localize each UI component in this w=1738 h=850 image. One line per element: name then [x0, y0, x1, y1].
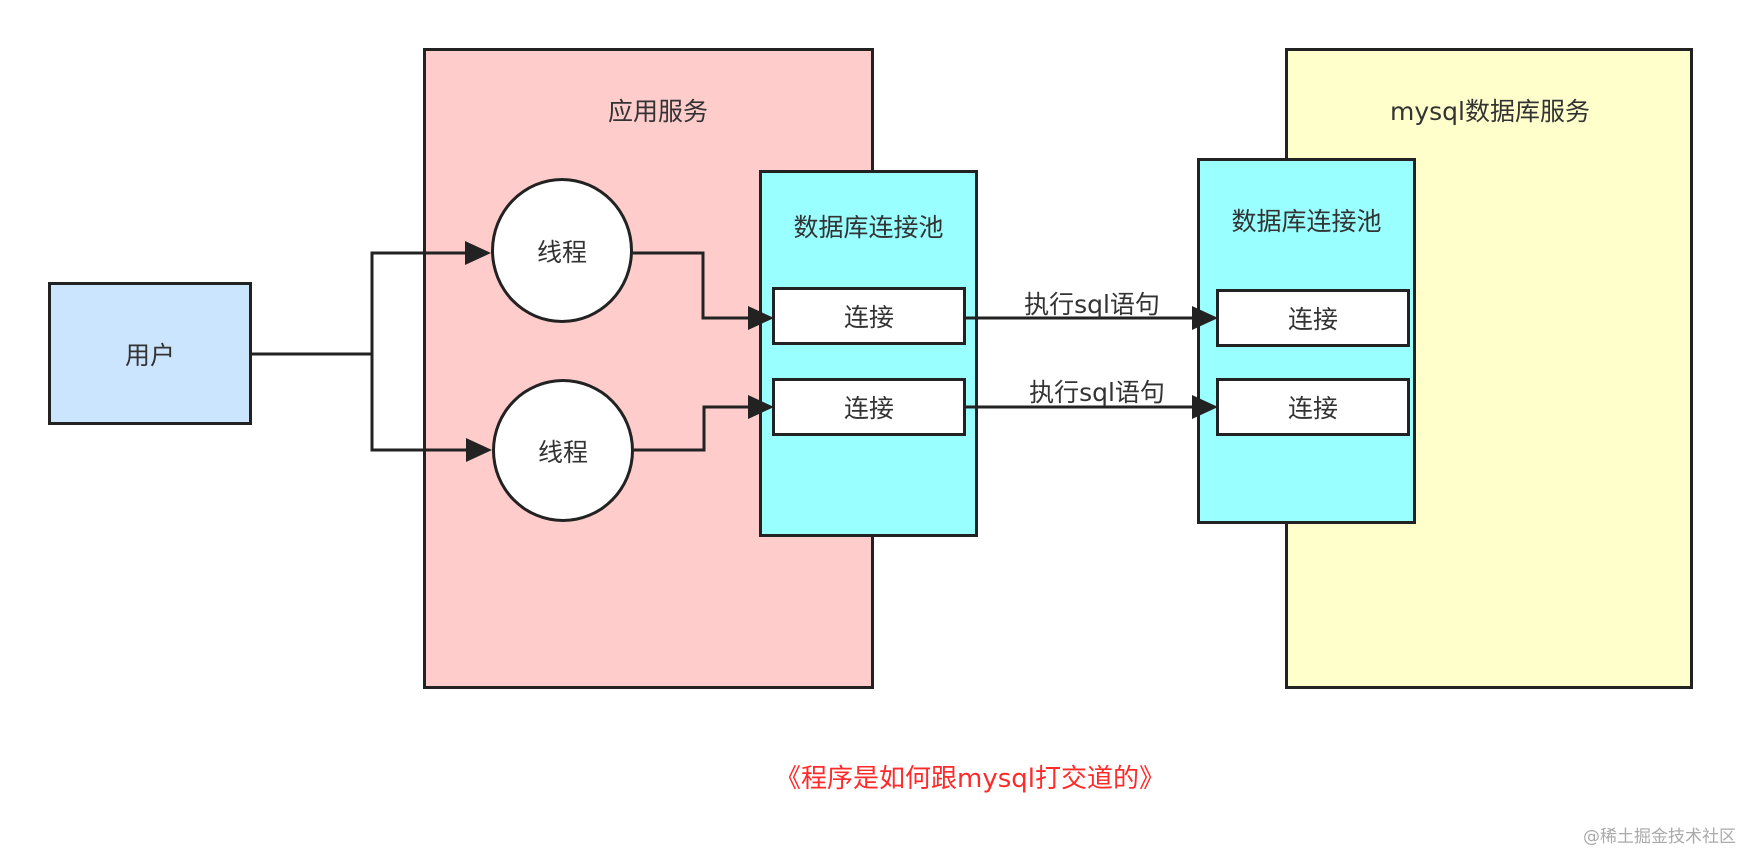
arrow-head	[1192, 395, 1218, 419]
mysql-connection: 连接	[1216, 289, 1410, 347]
edge-thread-2-to-connection-2	[634, 405, 749, 452]
edge-user-to-thread-2	[370, 354, 467, 452]
arrow-head	[748, 395, 774, 419]
thread-node: 线程	[492, 379, 634, 522]
app-pool-title: 数据库连接池	[793, 213, 944, 242]
app-connection-pool	[759, 170, 978, 537]
mysql-pool-title: 数据库连接池	[1231, 207, 1382, 236]
connection-label: 连接	[843, 303, 894, 332]
user-label: 用户	[124, 340, 175, 370]
edge-user-to-thread-1	[252, 251, 466, 356]
arrow-head	[465, 241, 491, 265]
diagram-caption: 《程序是如何跟mysql打交道的》	[775, 764, 1165, 794]
mysql-connection: 连接	[1216, 378, 1410, 436]
app-service-title: 应用服务	[607, 97, 708, 126]
edge-thread-1-to-connection-1	[633, 251, 749, 320]
thread-label: 线程	[537, 437, 588, 467]
exec-sql-label: 执行sql语句	[1029, 378, 1165, 407]
arrow-head	[1192, 306, 1218, 330]
mysql-service-title: mysql数据库服务	[1390, 97, 1590, 126]
watermark: @稀土掘金技术社区	[1583, 827, 1736, 847]
connection-label: 连接	[1287, 305, 1338, 334]
connection-label: 连接	[843, 394, 894, 423]
connection-label: 连接	[1287, 394, 1338, 423]
user-node: 用户	[48, 282, 252, 425]
arrow-head	[748, 306, 774, 330]
exec-sql-label: 执行sql语句	[1024, 290, 1160, 319]
arrow-head	[466, 438, 492, 462]
thread-node: 线程	[491, 178, 633, 323]
app-connection: 连接	[772, 287, 966, 345]
thread-label: 线程	[536, 237, 587, 267]
